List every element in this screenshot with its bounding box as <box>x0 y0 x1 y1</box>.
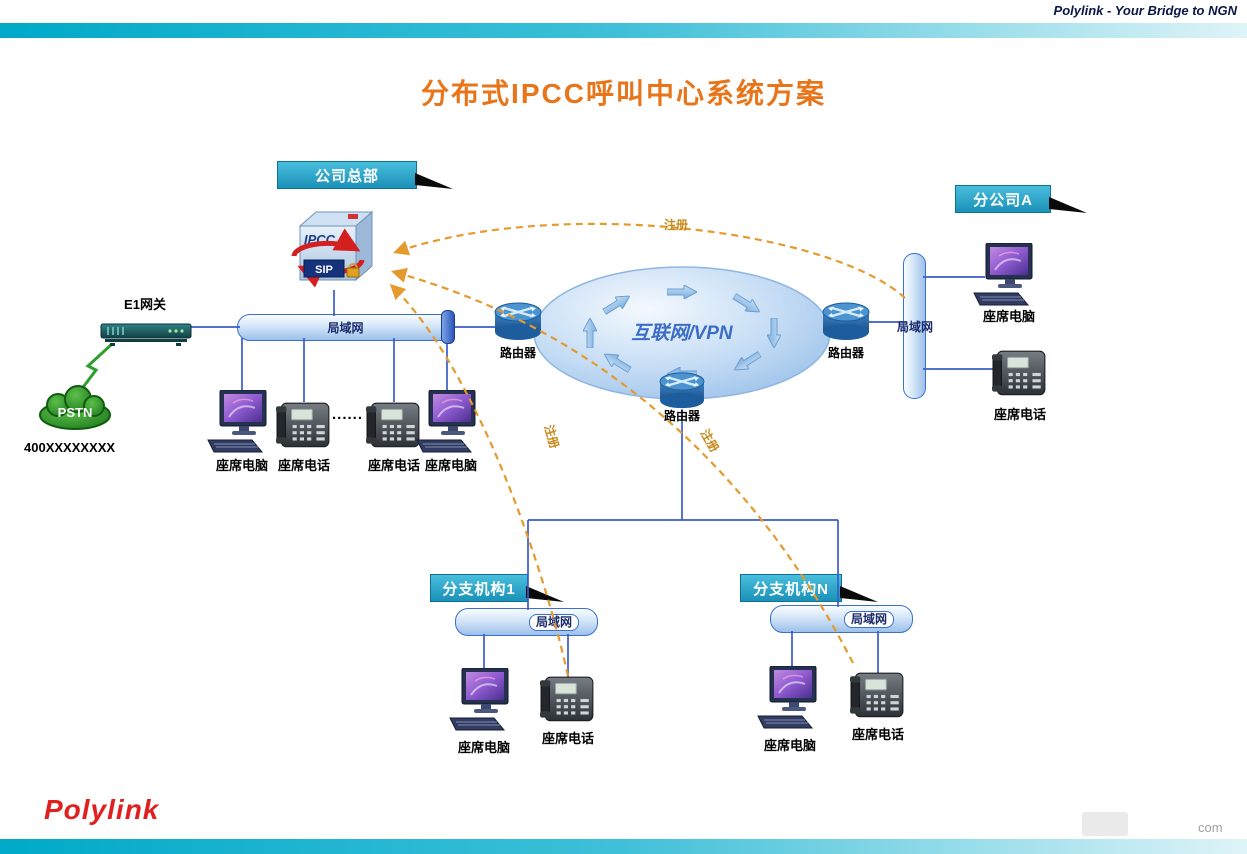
ipcc-server-icon: IPCC SIP <box>290 204 402 292</box>
lan-pill-branch-a <box>903 253 926 399</box>
agent-phone-label-branch-a: 座席电话 <box>993 407 1046 422</box>
agent-phone-icon-branch-1 <box>540 674 596 726</box>
flag-icon <box>526 586 564 602</box>
register-label-b: 注册 <box>541 423 562 451</box>
flag-icon <box>1049 197 1087 213</box>
agent-pc-icon-branch-a <box>970 243 1046 307</box>
agent-pc-icon-hq-2 <box>415 390 487 454</box>
router-icon-branch-a <box>820 300 872 344</box>
site-box-branch-1: 分支机构1 <box>430 574 564 602</box>
register-label-c: 注册 <box>697 426 722 455</box>
agent-pc-label-hq-2: 座席电脑 <box>424 458 477 473</box>
site-label-branch-n: 分支机构N <box>753 580 829 598</box>
lan-label-branch-1: 局域网 <box>528 613 579 631</box>
router-icon-hq <box>492 300 544 344</box>
agent-phone-label-branch-1: 座席电话 <box>541 731 594 746</box>
site-box-branch-n: 分支机构N <box>740 574 878 602</box>
register-label-a: 注册 <box>664 218 689 232</box>
site-label-branch-1: 分支机构1 <box>442 580 516 598</box>
pstn-cloud-icon: PSTN <box>36 384 114 434</box>
lan-label-branch-a: 局域网 <box>896 320 933 334</box>
site-label-hq: 公司总部 <box>314 167 379 185</box>
lan-pill-branch-n: 局域网 <box>770 605 913 633</box>
brand-slogan: Polylink - Your Bridge to NGN <box>1053 3 1237 18</box>
agent-phone-icon-branch-n <box>850 670 906 722</box>
router-label-hq: 路由器 <box>499 346 536 360</box>
internet-label: 互联网/VPN <box>631 322 734 344</box>
site-label-branch-a: 分公司A <box>973 191 1033 209</box>
agent-pc-label-branch-a: 座席电脑 <box>982 309 1035 324</box>
lock-icon <box>348 263 358 269</box>
watermark-text: com <box>1198 820 1223 835</box>
agent-phone-icon-hq-2 <box>366 400 422 452</box>
agent-phone-icon-hq-1 <box>276 400 332 452</box>
page-title: 分布式IPCC呼叫中心系统方案 <box>421 78 826 109</box>
agent-phone-label-branch-n: 座席电话 <box>851 727 904 742</box>
router-label-core: 路由器 <box>663 409 700 423</box>
router-icon-core <box>656 370 708 412</box>
bottom-bar <box>0 839 1247 854</box>
pstn-label: PSTN <box>58 405 93 420</box>
e1-gateway-label: E1网关 <box>124 297 166 312</box>
agent-pc-label-branch-1: 座席电脑 <box>457 740 510 755</box>
agent-pc-label-branch-n: 座席电脑 <box>763 738 816 753</box>
lan-label-branch-n: 局域网 <box>843 610 894 628</box>
agent-phone-icon-branch-a <box>992 348 1048 400</box>
sip-label: SIP <box>315 264 333 276</box>
agent-pc-icon-branch-n <box>756 666 828 730</box>
lan-pill-hq: 局域网 <box>237 314 454 341</box>
polylink-logo: Polylink <box>44 794 160 825</box>
e1-gateway-icon <box>100 320 194 348</box>
agent-pc-icon-hq-1 <box>206 390 278 454</box>
agent-pc-label-hq-1: 座席电脑 <box>215 458 268 473</box>
watermark-blob <box>1082 812 1128 836</box>
flag-icon <box>415 173 453 189</box>
lan-junction <box>441 310 455 344</box>
lan-pill-branch-1: 局域网 <box>455 608 598 636</box>
agent-pc-icon-branch-1 <box>448 668 520 732</box>
hotline-number: 400XXXXXXXX <box>24 440 116 455</box>
lan-label-hq: 局域网 <box>327 321 364 335</box>
agent-phone-label-hq-1: 座席电话 <box>277 458 330 473</box>
router-label-branch-a: 路由器 <box>827 346 864 360</box>
flag-icon <box>840 586 878 602</box>
site-box-hq: 公司总部 <box>277 161 453 189</box>
top-bar <box>0 23 1247 38</box>
site-box-branch-a: 分公司A <box>955 185 1087 213</box>
ellipsis: ...... <box>332 406 364 423</box>
